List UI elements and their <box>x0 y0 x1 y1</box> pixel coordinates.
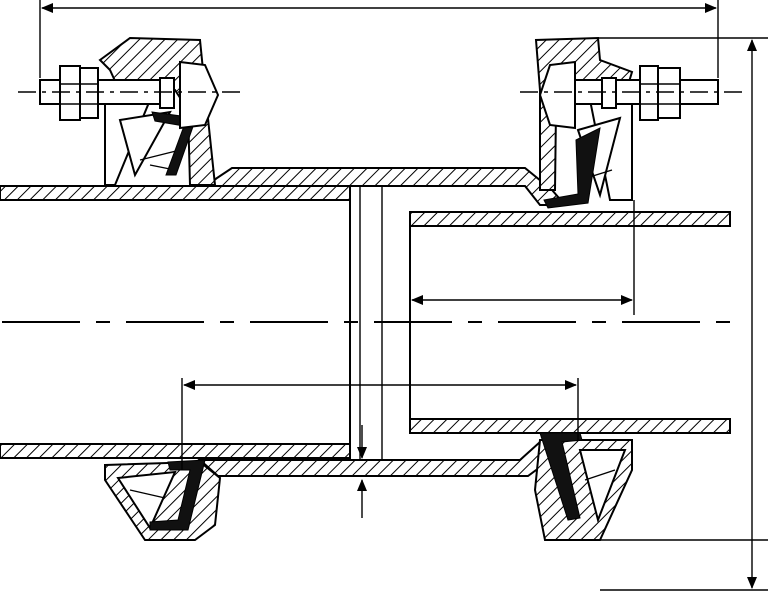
left-pipe <box>0 185 351 459</box>
right-hex-nut-icon <box>639 65 659 121</box>
right-bolt <box>520 60 745 130</box>
right-bottom-gasket-seal-icon <box>539 432 583 521</box>
left-bolt <box>18 60 240 130</box>
left-hex-nut-icon <box>59 65 81 121</box>
right-top-gasket-seal-icon <box>543 127 601 209</box>
left-bottom-gasket-seal-icon <box>149 459 206 531</box>
right-pipe <box>409 211 731 434</box>
pipe-gap-lines <box>359 186 383 460</box>
dimension-lines <box>39 0 768 591</box>
